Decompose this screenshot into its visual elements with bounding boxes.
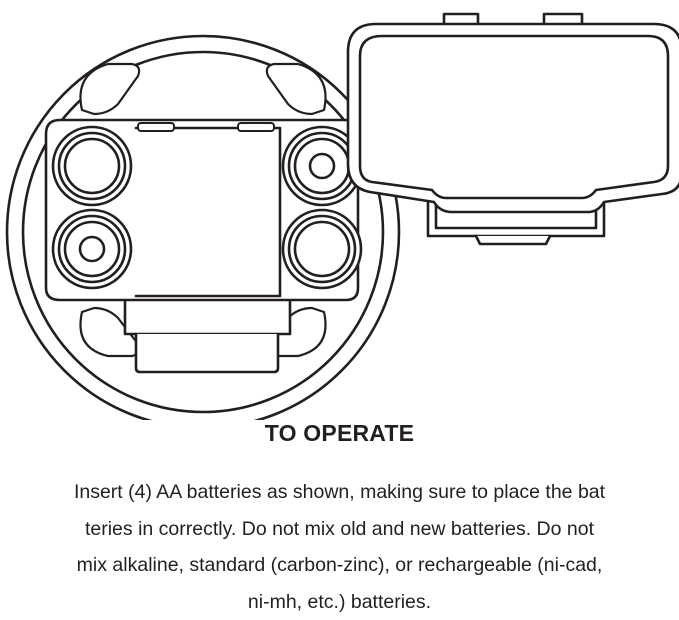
battery-bottom-left <box>53 210 131 288</box>
instruction-line: teries in correctly. Do not mix old and … <box>0 511 679 548</box>
bottom-tab <box>125 298 290 372</box>
instruction-line: Insert (4) AA batteries as shown, making… <box>0 474 679 511</box>
battery-top-left <box>53 127 131 205</box>
instruction-line: mix alkaline, standard (carbon-zinc), or… <box>0 547 679 584</box>
heading-to-operate: TO OPERATE <box>0 420 679 447</box>
battery-compartment-diagram <box>0 0 679 420</box>
instruction-line: ni-mh, etc.) batteries. <box>0 584 679 620</box>
battery-bottom-right <box>283 210 361 288</box>
operating-instructions: Insert (4) AA batteries as shown, making… <box>0 474 679 620</box>
